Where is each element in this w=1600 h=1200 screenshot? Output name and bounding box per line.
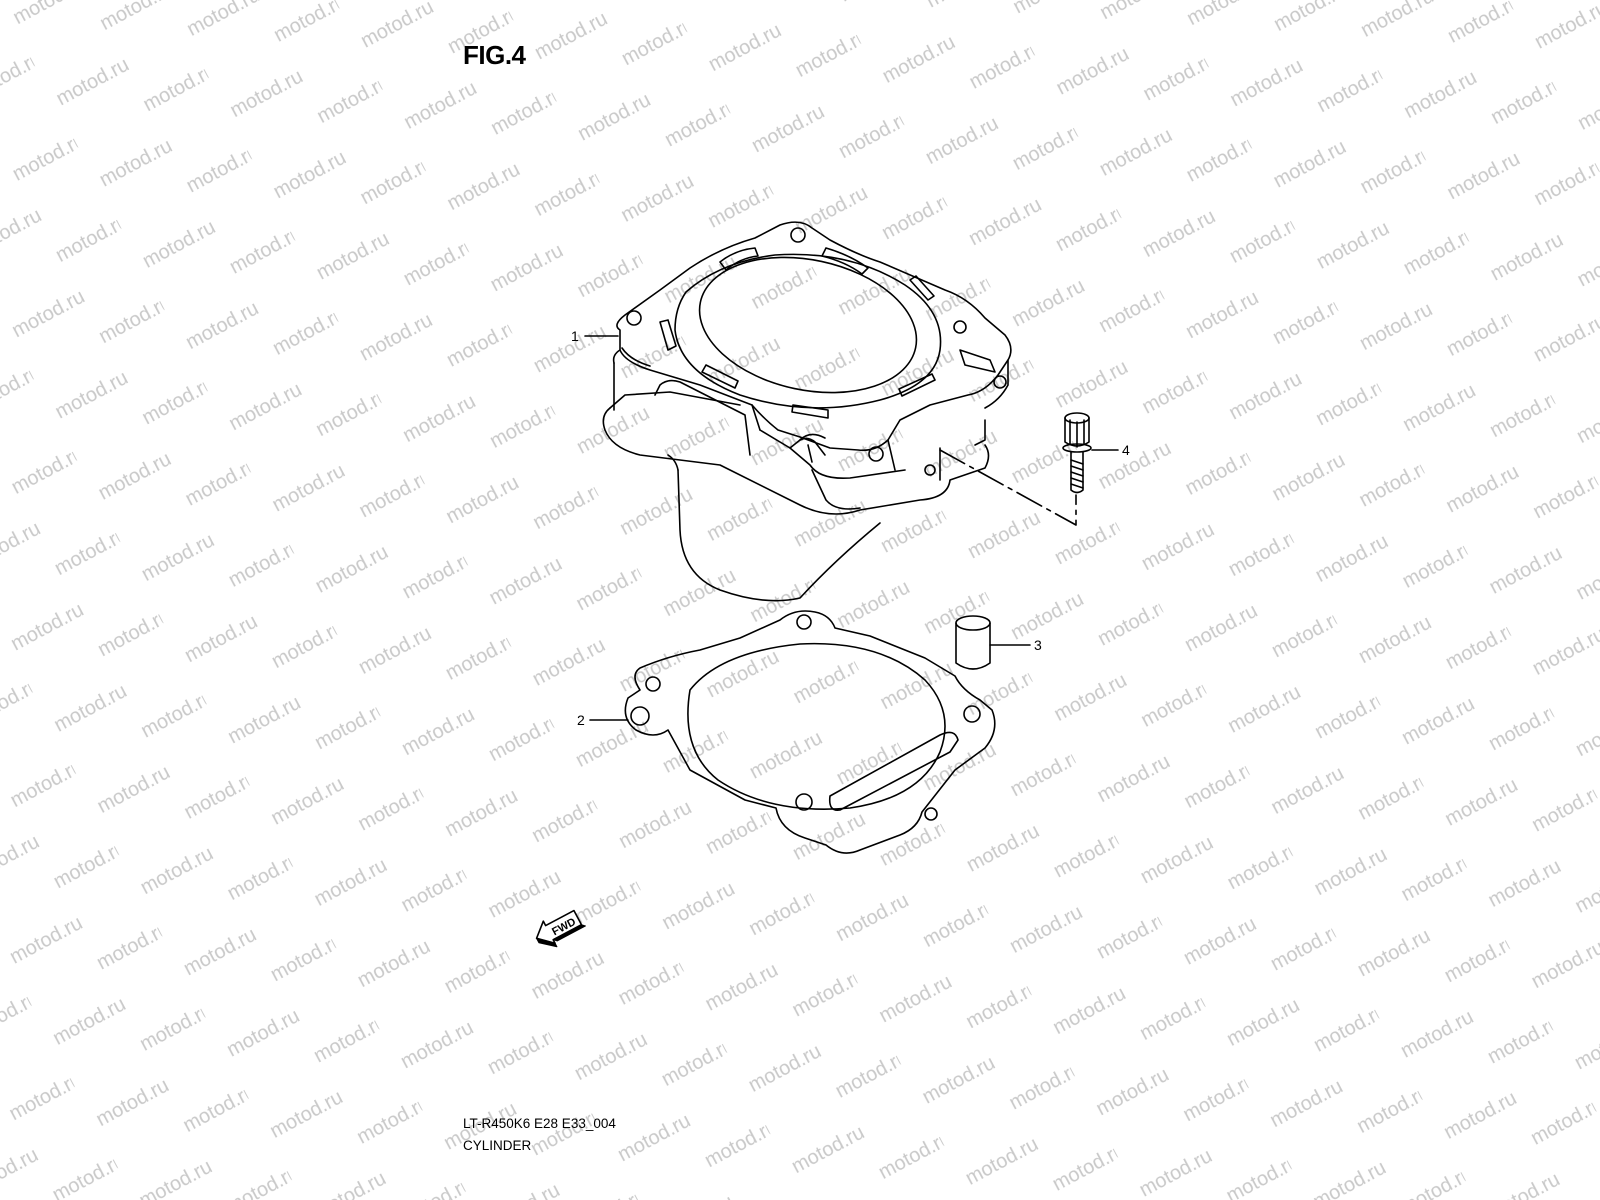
figure-title: FIG.4	[463, 40, 526, 70]
callout-4: 4	[1122, 442, 1130, 458]
bolt-phantom-line	[939, 449, 1077, 526]
cylinder-part[interactable]	[602, 221, 1012, 602]
cylinder-base-gasket-part[interactable]	[624, 610, 996, 854]
cylinder-bolt-part[interactable]	[1062, 412, 1092, 494]
figure-name: CYLINDER	[463, 1138, 532, 1153]
leader-lines	[584, 335, 1119, 721]
dowel-pin-part[interactable]	[955, 615, 991, 670]
fwd-arrow-icon: FWD	[535, 909, 586, 948]
figure-code: LT-R450K6 E28 E33_004	[463, 1116, 616, 1131]
callout-2: 2	[577, 712, 585, 728]
callout-3: 3	[1034, 637, 1042, 653]
callout-1: 1	[571, 328, 579, 344]
